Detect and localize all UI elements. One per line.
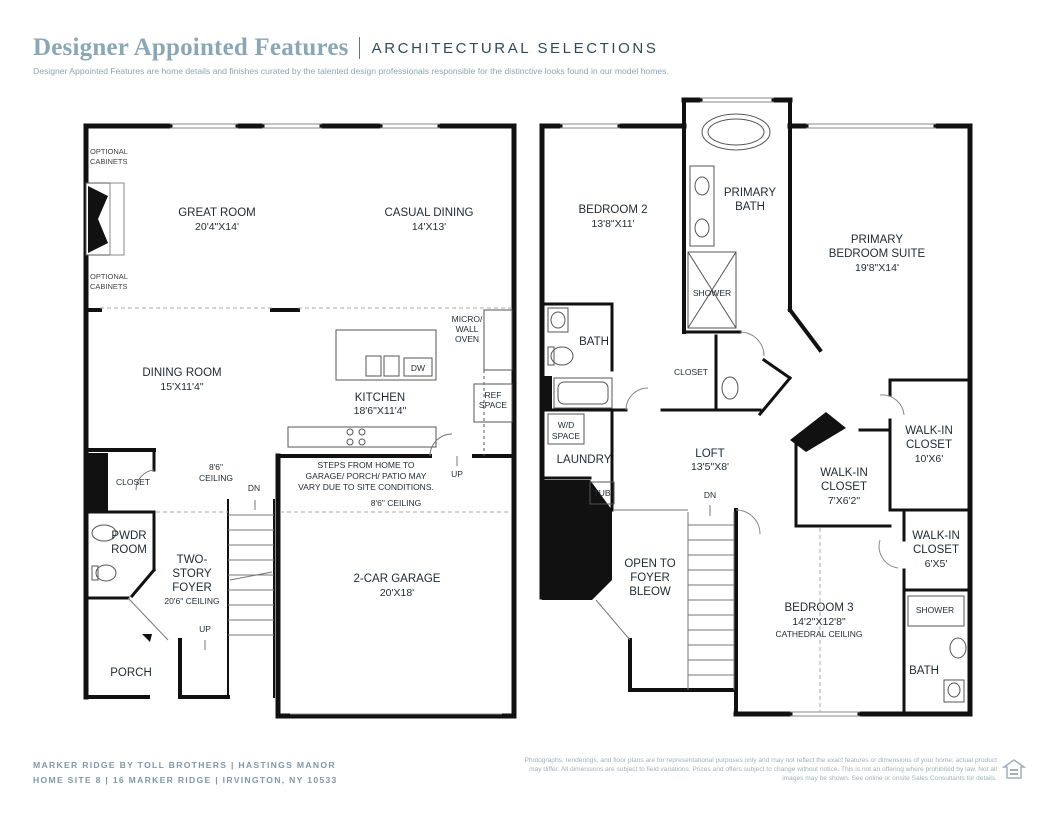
section-title: ARCHITECTURAL SELECTIONS <box>371 39 659 57</box>
walkin-b-1: WALK-IN <box>820 467 868 479</box>
open-foyer-3: BLEOW <box>629 586 671 598</box>
walkin-b-2: CLOSET <box>821 481 867 493</box>
kitchen-up-label: UP <box>451 469 463 479</box>
casual-dining-dim: 14'X13' <box>412 221 446 233</box>
primary-bath-1: PRIMARY <box>724 187 777 199</box>
bedroom2-dim: 13'8"X11' <box>591 218 634 230</box>
walkin-c-1: WALK-IN <box>912 530 960 542</box>
loft-down-label: DN <box>704 490 716 500</box>
micro-oven-3: OVEN <box>455 334 479 344</box>
loft-dim: 13'5"X8' <box>691 461 729 473</box>
closet-label: CLOSET <box>116 477 150 487</box>
steps-note-2: GARAGE/ PORCH/ PATIO MAY <box>306 471 427 481</box>
dishwasher-label: DW <box>411 363 425 373</box>
walkin-c-dim: 6'X5' <box>925 558 948 570</box>
pwdr-room-1: PWDR <box>111 530 146 542</box>
foyer-2: STORY <box>172 568 212 580</box>
open-foyer-2: FOYER <box>630 572 670 584</box>
header-title-row: Designer Appointed Features ARCHITECTURA… <box>33 34 658 62</box>
equal-housing-icon <box>1002 759 1026 779</box>
dining-room-label: DINING ROOM <box>142 367 221 379</box>
foyer-3: FOYER <box>172 582 212 594</box>
open-foyer-1: OPEN TO <box>624 558 675 570</box>
casual-dining-label: CASUAL DINING <box>384 207 473 219</box>
foyer-ceiling: 20'6" CEILING <box>164 596 219 606</box>
optional-cabinets-top-2: CABINETS <box>90 157 128 166</box>
steps-note-1: STEPS FROM HOME TO <box>318 460 415 470</box>
garage-dim: 20'X18' <box>380 587 414 599</box>
dining-room-dim: 15'X11'4" <box>160 381 203 393</box>
walkin-a-1: WALK-IN <box>905 425 953 437</box>
laundry-label: LAUNDRY <box>557 454 612 466</box>
walkin-b-dim: 7'X6'2" <box>828 495 861 507</box>
bedroom3-dim: 14'2"X12'8" <box>792 616 846 628</box>
stair-down-label: DN <box>248 483 260 493</box>
footer-line-1: MARKER RIDGE BY TOLL BROTHERS | HASTINGS… <box>33 760 336 770</box>
closet-label-2f: CLOSET <box>674 367 708 377</box>
tub-label: TUB <box>594 488 611 498</box>
ref-space-2: SPACE <box>479 400 508 410</box>
foyer-up-label: UP <box>199 624 211 634</box>
title-divider <box>358 37 360 59</box>
page-title: Designer Appointed Features <box>33 34 349 61</box>
bath3-shower-label: SHOWER <box>916 605 954 615</box>
kitchen-dim: 18'6"X11'4" <box>354 405 407 417</box>
bath2-label: BATH <box>579 336 609 348</box>
walkin-a-dim: 10'X6' <box>915 453 944 465</box>
bedroom3-ceiling: CATHEDRAL CEILING <box>776 629 863 639</box>
pwdr-room-2: ROOM <box>111 544 147 556</box>
walkin-a-2: CLOSET <box>906 439 952 451</box>
footer-line-2: HOME SITE 8 | 16 MARKER RIDGE | IRVINGTO… <box>33 775 338 785</box>
bedroom2-label: BEDROOM 2 <box>578 204 647 216</box>
primary-suite-1: PRIMARY <box>851 234 904 246</box>
first-floor-plan: OPTIONAL CABINETS OPTIONAL CABINETS GREA… <box>83 123 517 719</box>
bedroom3-label: BEDROOM 3 <box>784 602 853 614</box>
optional-cabinets-bottom-2: CABINETS <box>90 282 128 291</box>
wd-space-2: SPACE <box>552 431 581 441</box>
walkin-c-2: CLOSET <box>913 544 959 556</box>
primary-suite-dim: 19'8"X14' <box>855 262 899 274</box>
porch-label: PORCH <box>110 667 152 679</box>
optional-cabinets-bottom-1: OPTIONAL <box>90 272 128 281</box>
ceiling-86-b: 8'6" CEILING <box>371 498 421 508</box>
ceiling-86-a-1: 8'6" <box>209 462 223 472</box>
micro-oven-2: WALL <box>456 324 479 334</box>
kitchen-label: KITCHEN <box>355 392 405 404</box>
bath3-label: BATH <box>909 665 939 677</box>
ceiling-86-a-2: CEILING <box>199 473 233 483</box>
wd-space-1: W/D <box>558 420 575 430</box>
second-floor-plan: BEDROOM 2 13'8"X11' PRIMARY BATH PRIMARY… <box>539 97 973 717</box>
garage-label: 2-CAR GARAGE <box>354 573 441 585</box>
primary-bath-2: BATH <box>735 201 765 213</box>
foyer-1: TWO- <box>177 554 208 566</box>
steps-note-3: VARY DUE TO SITE CONDITIONS. <box>298 482 434 492</box>
primary-suite-2: BEDROOM SUITE <box>829 248 926 260</box>
footer-disclaimer: Photographs, renderings, and floor plans… <box>524 757 997 782</box>
optional-cabinets-top-1: OPTIONAL <box>90 147 128 156</box>
page-subtitle: Designer Appointed Features are home det… <box>33 66 669 76</box>
great-room-label: GREAT ROOM <box>178 207 256 219</box>
loft-label: LOFT <box>695 448 724 460</box>
ref-space-1: REF <box>485 390 502 400</box>
footer-community: MARKER RIDGE BY TOLL BROTHERS | HASTINGS… <box>33 758 338 788</box>
great-room-dim: 20'4"X14' <box>195 221 239 233</box>
micro-oven-1: MICRO/ <box>452 314 483 324</box>
primary-shower-label: SHOWER <box>693 288 731 298</box>
